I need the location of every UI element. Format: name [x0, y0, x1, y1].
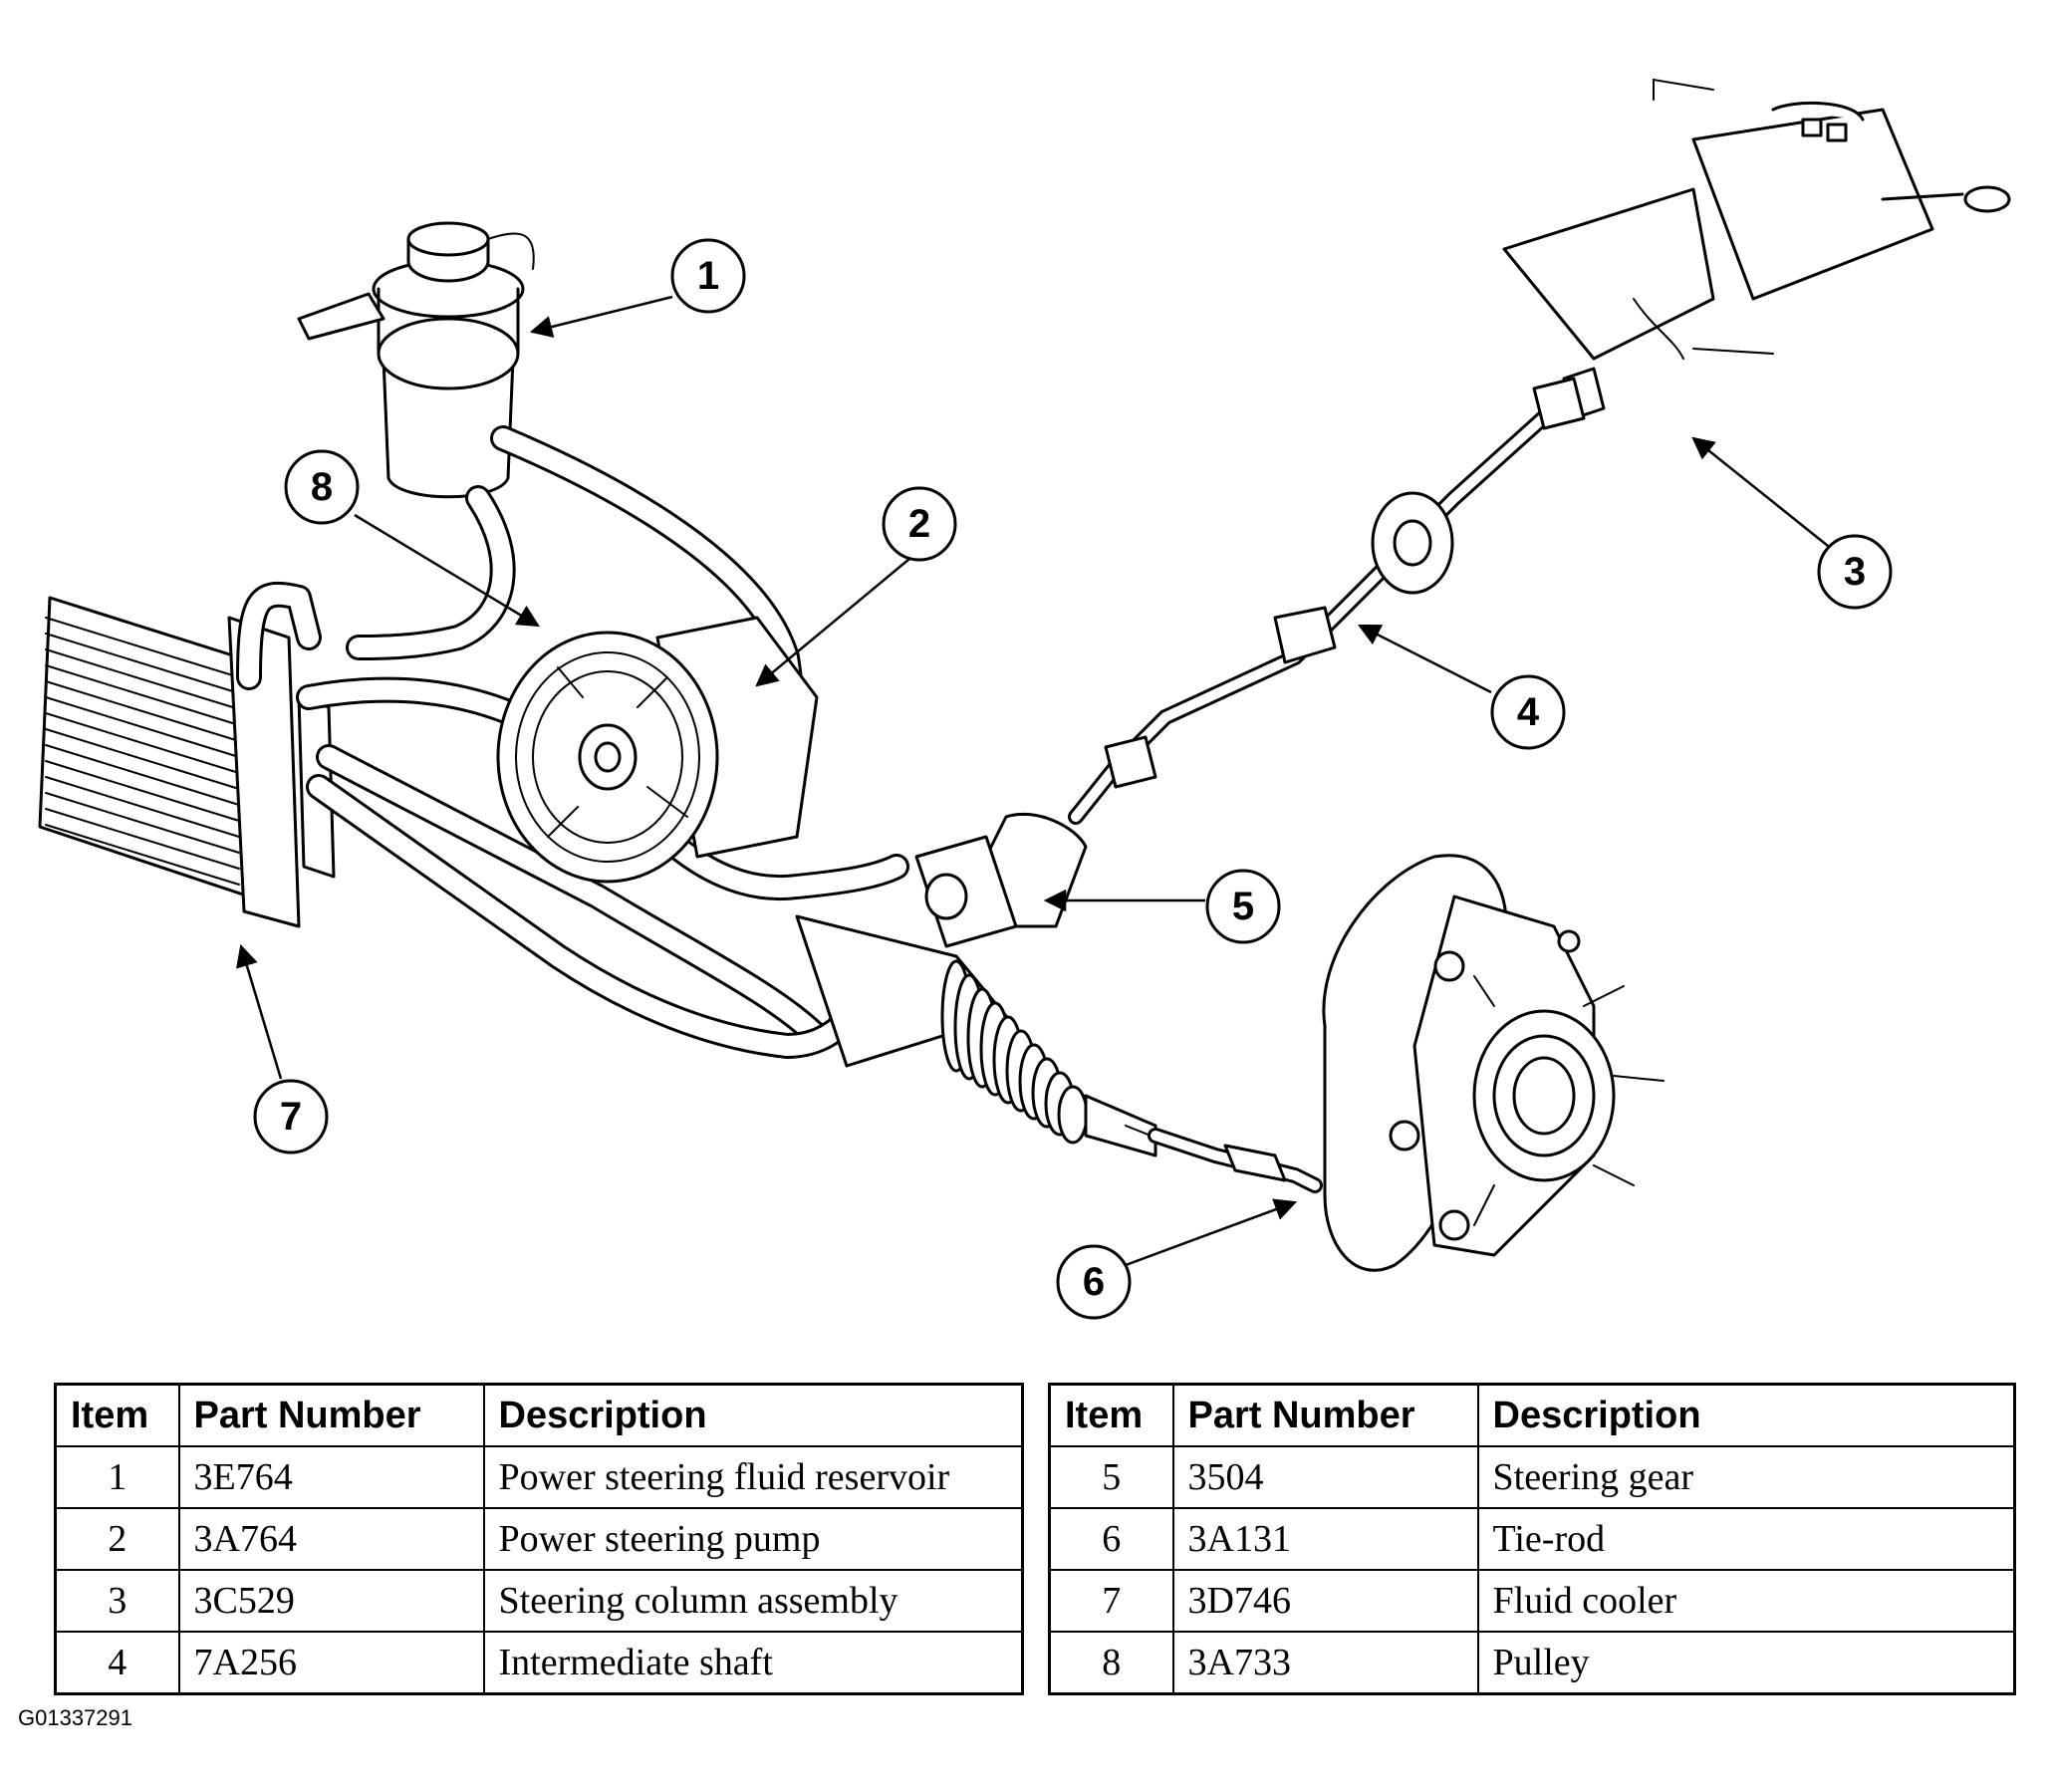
callout-1: 1	[670, 238, 746, 314]
description-cell: Intermediate shaft	[482, 1631, 1024, 1695]
cooler-fin-line	[45, 824, 240, 886]
part-number-cell: 3C529	[177, 1569, 485, 1633]
svg-text:4: 4	[1517, 690, 1540, 734]
description-cell: Power steering fluid reservoir	[482, 1445, 1024, 1509]
cooler-fin-line	[45, 617, 240, 678]
table-row: 3 3C529 Steering column assembly	[54, 1569, 1024, 1633]
item-cell: 5	[1048, 1445, 1174, 1509]
steering-column-drawing	[1502, 78, 2011, 420]
callout-8: 8	[284, 449, 360, 525]
header-item: Item	[54, 1383, 180, 1447]
item-cell: 1	[54, 1445, 180, 1509]
svg-text:2: 2	[908, 502, 930, 546]
item-cell: 8	[1048, 1631, 1174, 1695]
header-description: Description	[482, 1383, 1024, 1447]
item-cell: 4	[54, 1631, 180, 1695]
description-cell: Steering gear	[1476, 1445, 2016, 1509]
steering-gear-drawing	[795, 812, 1176, 1157]
cooler-fin-line	[45, 648, 240, 710]
table-row: 4 7A256 Intermediate shaft	[54, 1631, 1024, 1695]
item-cell: 6	[1048, 1507, 1174, 1571]
svg-text:5: 5	[1232, 885, 1254, 928]
figure-id: G01337291	[18, 1705, 132, 1730]
fluid-reservoir-drawing	[297, 221, 535, 499]
table-header-row: Item Part Number Description	[1048, 1383, 2016, 1447]
intermediate-shaft-drawing	[1068, 377, 1586, 825]
cooler-fin-line	[45, 744, 240, 806]
callout-6: 6	[1056, 1244, 1132, 1320]
part-number-cell: 3A733	[1171, 1631, 1479, 1695]
callout-3: 3	[1817, 534, 1893, 610]
cooler-fin-line	[45, 760, 240, 822]
part-number-cell: 7A256	[177, 1631, 485, 1695]
table-header-row: Item Part Number Description	[54, 1383, 1024, 1447]
cooler-fin-line	[45, 712, 240, 774]
cooler-fin-line	[45, 808, 240, 870]
part-number-cell: 3A764	[177, 1507, 485, 1571]
knuckle-hub-drawing	[1322, 854, 1665, 1272]
svg-text:3: 3	[1844, 550, 1866, 594]
cooler-fin-line	[45, 680, 240, 742]
table-row: 7 3D746 Fluid cooler	[1048, 1569, 2016, 1633]
cooler-fin-line	[45, 728, 240, 790]
svg-text:6: 6	[1083, 1260, 1105, 1304]
header-part-number: Part Number	[177, 1383, 485, 1447]
fluid-cooler-drawing	[38, 581, 336, 928]
callout-7: 7	[253, 1079, 329, 1154]
description-cell: Steering column assembly	[482, 1569, 1024, 1633]
table-row: 1 3E764 Power steering fluid reservoir	[54, 1445, 1024, 1509]
svg-text:7: 7	[280, 1095, 302, 1139]
table-row: 2 3A764 Power steering pump	[54, 1507, 1024, 1571]
table-row: 5 3504 Steering gear	[1048, 1445, 2016, 1509]
cooler-fin-line	[45, 633, 240, 694]
parts-table-right: Item Part Number Description 5 3504 Stee…	[1048, 1383, 2016, 1695]
part-number-cell: 3D746	[1171, 1569, 1479, 1633]
description-cell: Fluid cooler	[1476, 1569, 2016, 1633]
table-row: 6 3A131 Tie-rod	[1048, 1507, 2016, 1571]
tie-rod-drawing	[1148, 1128, 1323, 1193]
steering-system-diagram: 1 2 3 4 5 6 7 8	[38, 78, 2011, 1320]
gear-boot-ring	[1057, 1085, 1089, 1145]
cooler-fin-line	[45, 696, 240, 758]
svg-text:1: 1	[697, 254, 719, 298]
description-cell: Pulley	[1476, 1631, 2016, 1695]
description-cell: Tie-rod	[1476, 1507, 2016, 1571]
part-number-cell: 3504	[1171, 1445, 1479, 1509]
callout-4: 4	[1490, 674, 1566, 750]
item-cell: 2	[54, 1507, 180, 1571]
svg-text:8: 8	[311, 465, 333, 509]
header-description: Description	[1476, 1383, 2016, 1447]
cooler-fin-line	[45, 664, 240, 726]
item-cell: 7	[1048, 1569, 1174, 1633]
table-row: 8 3A733 Pulley	[1048, 1631, 2016, 1695]
callout-leaders	[236, 295, 1834, 1267]
parts-table-left: Item Part Number Description 1 3E764 Pow…	[54, 1383, 1024, 1695]
part-number-cell: 3E764	[177, 1445, 485, 1509]
part-number-cell: 3A131	[1171, 1507, 1479, 1571]
header-part-number: Part Number	[1171, 1383, 1479, 1447]
callout-5: 5	[1205, 869, 1281, 944]
header-item: Item	[1048, 1383, 1174, 1447]
pump-pulley-drawing	[496, 616, 819, 884]
callout-2: 2	[882, 486, 957, 562]
description-cell: Power steering pump	[482, 1507, 1024, 1571]
cooler-fin-line	[45, 776, 240, 838]
item-cell: 3	[54, 1569, 180, 1633]
cooler-fin-line	[45, 792, 240, 854]
